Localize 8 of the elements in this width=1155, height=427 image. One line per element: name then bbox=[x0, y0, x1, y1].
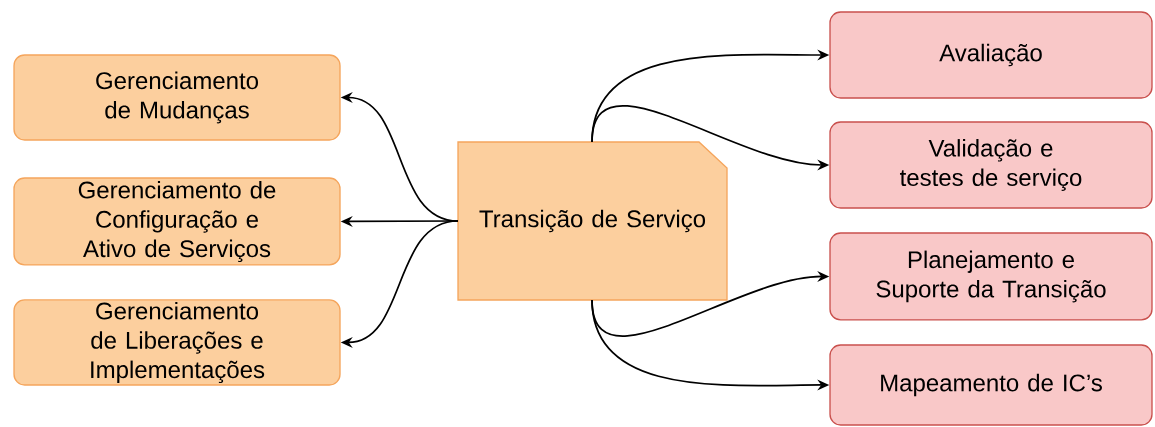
process-box: Gerenciamento de Liberações e Implementações bbox=[13, 299, 341, 386]
process-box: Gerenciamento de Configuração e Ativo de Serviços bbox=[13, 177, 341, 266]
process-box: Planejamento e Suporte da Transição bbox=[829, 232, 1153, 321]
process-box: Gerenciamento de Mudanças bbox=[13, 54, 341, 141]
process-box: Transição de Serviço bbox=[457, 141, 728, 301]
process-box: Mapeamento de IC’s bbox=[829, 344, 1153, 426]
process-box: Validação e testes de serviço bbox=[829, 121, 1153, 209]
process-box: Avaliação bbox=[829, 11, 1153, 99]
